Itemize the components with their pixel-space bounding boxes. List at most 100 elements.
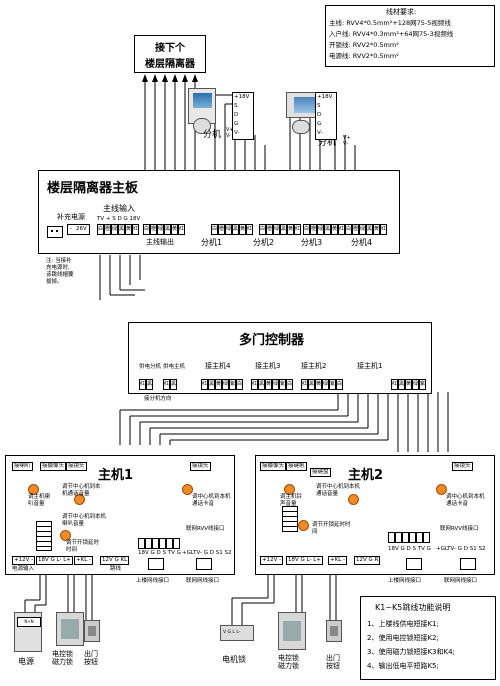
main-input-terminal-block: 白 橙 绿 黑 黄 红: [97, 224, 139, 235]
host1-power-term: -: [31, 557, 34, 563]
host-2-lock: [278, 612, 306, 650]
host1-bus: [166, 538, 173, 549]
host2-btn-term: -: [343, 557, 346, 563]
host-1-knob-2[interactable]: [74, 494, 85, 505]
host2-lock-term: L-: [306, 557, 312, 563]
host2-net-term: +GLTV-: [436, 546, 456, 552]
mdc4-color: 白: [286, 379, 293, 390]
extension-2-term-5: V-: [317, 130, 323, 136]
mdc5-color: 黑: [308, 379, 315, 390]
host-2-exit-button: [326, 620, 342, 642]
extension-2-screen: [294, 97, 316, 113]
main-input-term: 18V: [129, 216, 141, 222]
host2-net-term: S2: [478, 546, 486, 552]
cable-spec-line-2: 入户线: RVV4*0.3mm²+64网75-3视频线: [329, 30, 454, 38]
host1-out-term: KL: [120, 557, 128, 563]
host-1-knob-right-label: 调中心机到本机通话卡音: [192, 494, 231, 507]
out3-color: 橙: [310, 224, 317, 235]
host-2-knob-3[interactable]: [298, 520, 309, 531]
out4-color: 红: [380, 224, 387, 235]
host-2-knob-right[interactable]: [436, 484, 447, 495]
extension-2-term-1: +18V: [317, 94, 333, 100]
main-input-term: +: [105, 216, 111, 222]
extension-1-vminus: V-: [226, 133, 231, 139]
host-1-bus-label: 联网RVV线接口: [186, 526, 225, 532]
mdc4-color: 黑: [258, 379, 265, 390]
host2-lock-term: G: [300, 557, 305, 563]
host-2-bus-terms: 18V G D S TV G: [388, 546, 431, 553]
host2-bus-term: S: [412, 546, 417, 552]
host-2-upstairs-label: 上楼网线接口: [388, 578, 422, 584]
host-1-label-cam2: 接镜头: [190, 462, 211, 471]
mdc-side-left: 接分机方向: [144, 396, 172, 402]
host2-bus: [409, 532, 416, 543]
mdc3-color: 黑: [208, 379, 215, 390]
host-2-knob-1[interactable]: [284, 484, 295, 495]
host-2-upstairs-port[interactable]: [406, 558, 422, 570]
host-2-network-port[interactable]: [460, 558, 476, 570]
extension-1-vplus: V+: [226, 127, 234, 133]
out3-color: 黑: [324, 224, 331, 235]
mdc-block-2: 红 黑: [163, 379, 177, 390]
host1-power-term: +12V: [14, 557, 30, 563]
supp-term-minus: -: [70, 226, 72, 232]
out4-color: 橙: [352, 224, 359, 235]
main-input-terms: TV + S D G 18V: [97, 216, 140, 223]
mdc-block-1: 红 黑: [139, 379, 153, 390]
host2-out-term: 12V: [356, 557, 367, 563]
extension-1-term-2: S: [234, 103, 238, 109]
output-1-label: 分机1: [201, 238, 223, 247]
out1-color: 黄: [239, 224, 246, 235]
host-1-knob-3[interactable]: [60, 530, 71, 541]
extension-2-vplus: V+: [343, 135, 351, 141]
jumper-note-item-2: 2、使用电控锁短接K2;: [367, 634, 439, 642]
out2-color: 橙: [266, 224, 273, 235]
host-1-device-button-label: 出门 按钮: [84, 650, 98, 666]
main-input-label: 主线输入: [103, 204, 135, 213]
host-1-jumper-block[interactable]: [36, 521, 52, 551]
host2-bus: [423, 532, 430, 543]
mdc5-color: 红: [301, 379, 308, 390]
host-1-upstairs-port[interactable]: [148, 558, 164, 570]
mdc2-color: 黑: [170, 379, 177, 390]
power-supply-terminals: N+N: [17, 617, 41, 627]
host2-bus: [416, 532, 423, 543]
mdc5-color: 紫: [329, 379, 336, 390]
host1-lock-term: 18V: [38, 557, 49, 563]
main-output-color: 黑: [164, 224, 171, 235]
extension-1-term-3: D: [234, 112, 239, 118]
exit-button-face: [330, 626, 338, 636]
jumper-pin: [56, 230, 58, 232]
host1-bus-term: D: [156, 550, 161, 556]
extension-2-terminal-block: +18V S D G V-: [315, 92, 337, 140]
floor-isolator-board: 楼层隔离器主板 补充电源 - 26V 主线输入 TV + S D G 18V 白…: [38, 170, 400, 254]
main-output-color: 红: [178, 224, 185, 235]
mdc4-color: 红: [251, 379, 258, 390]
out2-color: 绿: [273, 224, 280, 235]
host-2-power-terms: +12V -: [260, 556, 284, 565]
host-1-network-port[interactable]: [196, 558, 212, 570]
jumper-pin: [51, 230, 53, 232]
cable-spec-line-1: 主线: RVV4*0.5mm²+128网75-5视频线: [329, 19, 451, 27]
host-1-upstairs-label: 上楼网线接口: [136, 578, 170, 584]
main-output-label: 主线输出: [146, 238, 174, 246]
host-2-knob-2[interactable]: [348, 494, 359, 505]
host1-net-term: D: [209, 550, 214, 556]
host-2-device-button-label: 出门 按钮: [326, 654, 340, 670]
host-2-label-board: 接键盘: [310, 468, 331, 477]
out3-color: 红: [338, 224, 345, 235]
main-input-color: 橙: [104, 224, 111, 235]
jumper-note-item-1: 1、上楼线供电短接K1;: [367, 620, 439, 628]
host-1-knob-1[interactable]: [28, 484, 39, 495]
host-1-knob-2-label: 调节中心机到本机通话音量: [62, 484, 101, 497]
isolator-note-line: 该跳线帽要: [46, 272, 74, 278]
mdc5-color: 白: [336, 379, 343, 390]
out2-color: 白: [259, 224, 266, 235]
host-1-knob-right[interactable]: [182, 484, 193, 495]
mdc6-color: 紫: [419, 379, 426, 390]
host-2-title: 主机2: [348, 468, 384, 483]
cable-spec-heading: 线材要求:: [386, 8, 417, 16]
extension-1-terminal-block: +18V S D G V-: [232, 92, 254, 140]
host-2-jumper-block[interactable]: [282, 506, 298, 532]
